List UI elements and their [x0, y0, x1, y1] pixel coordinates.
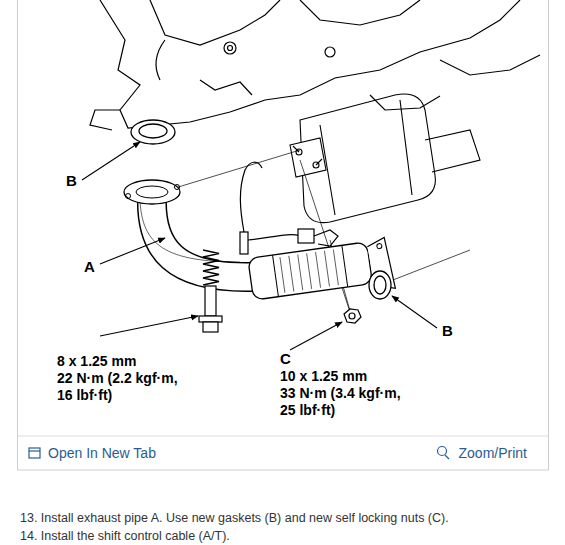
spring — [203, 250, 219, 285]
callout-letter: A — [84, 258, 95, 275]
callout-letter: C — [280, 350, 291, 367]
torque-spec: 16 lbf·ft) — [57, 387, 112, 403]
torque-spec: 33 N·m (3.4 kgf·m, — [280, 385, 401, 401]
engine-body — [90, 0, 540, 130]
oxygen-sensor — [240, 162, 338, 254]
callout-letter: B — [66, 172, 77, 189]
torque-spec: 22 N·m (2.2 kgf·m, — [57, 370, 178, 386]
footer-rule — [18, 436, 548, 437]
rear-converter — [290, 94, 480, 223]
gasket-right — [369, 271, 391, 299]
leader-lines — [82, 142, 437, 350]
exhaust-pipe — [124, 180, 395, 308]
gasket-top — [131, 120, 175, 144]
link-text: Zoom/Print — [459, 445, 527, 461]
self-locking-nut — [344, 309, 361, 323]
thread-size: 10 x 1.25 mm — [280, 368, 367, 384]
panel-frame — [18, 0, 549, 470]
alignment-lines — [175, 150, 470, 318]
torque-spec: 25 lbf·ft) — [280, 402, 335, 418]
instruction-step: 13. Install exhaust pipe A. Use new gask… — [20, 511, 449, 525]
callout-letter: B — [442, 322, 453, 339]
flange-bolt — [199, 286, 222, 332]
thread-size: 8 x 1.25 mm — [57, 353, 136, 369]
instruction-step: 14. Install the shift control cable (A/T… — [20, 529, 230, 543]
link-text: Open In New Tab — [48, 445, 156, 461]
